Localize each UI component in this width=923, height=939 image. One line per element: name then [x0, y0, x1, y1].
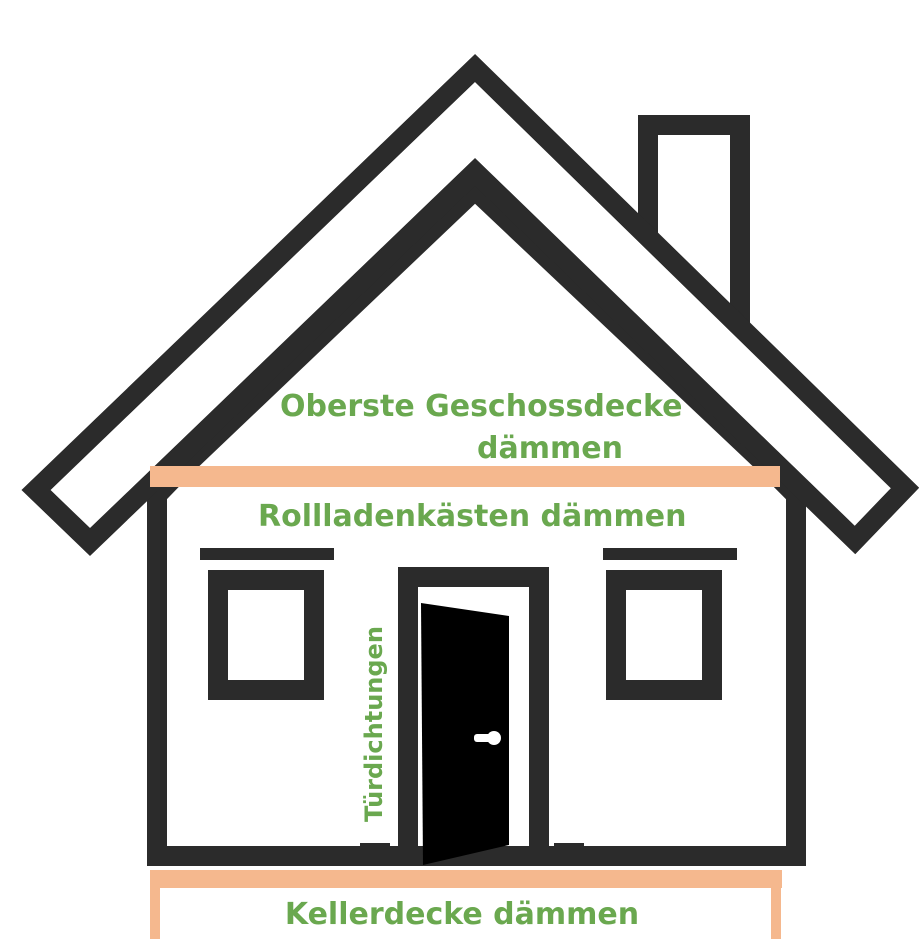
door-sill-left: [360, 843, 390, 847]
basement-insulation-bar: [150, 870, 782, 888]
basement-insulation-right-leg: [771, 870, 781, 939]
roller-shutter-label: Rollladenkästen dämmen: [258, 502, 670, 532]
left-window-shutter-box: [200, 548, 334, 560]
top-floor-label-line1: Oberste Geschossdecke: [280, 386, 670, 428]
top-floor-label-line2: dämmen: [280, 428, 670, 470]
right-window-shutter-box: [603, 548, 737, 560]
basement-insulation-label: Kellerdecke dämmen: [280, 900, 644, 930]
right-window: [616, 580, 712, 690]
basement-insulation-left-leg: [150, 870, 160, 939]
left-window: [218, 580, 314, 690]
door-handle: [474, 734, 494, 742]
door-sill-right: [554, 843, 584, 847]
top-floor-insulation-label: Oberste Geschossdecke dämmen: [280, 386, 670, 470]
door-seals-label: Türdichtungen: [362, 626, 386, 822]
